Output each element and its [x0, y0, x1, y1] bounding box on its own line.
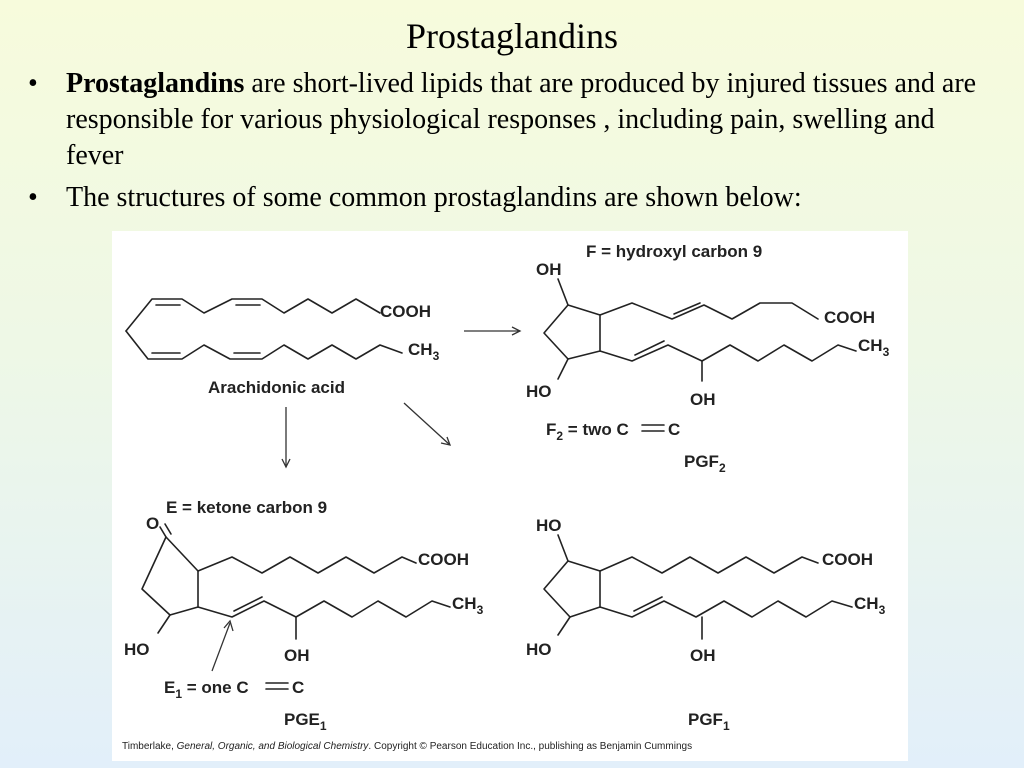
e1-pointer-arrowhead — [223, 619, 234, 632]
pgf2-main: PGF — [684, 452, 719, 471]
bullet-dot: • — [28, 182, 38, 213]
pge1-ch3-label: CH3 — [452, 594, 484, 617]
ho-bond — [557, 534, 569, 562]
pgf2-oh-top: OH — [536, 260, 562, 279]
arachidonic-upper-chain — [125, 298, 381, 332]
pgf1-oh-chain: OH — [690, 646, 716, 665]
ch-subscript: 3 — [879, 603, 886, 617]
pge1-name: PGE1 — [284, 710, 327, 733]
bullet-dot: • — [28, 68, 38, 99]
bullet-text: are short-lived lipids that are produced… — [66, 68, 977, 171]
e1-rule-end: C — [292, 678, 304, 697]
pge1-upper-chain — [197, 556, 417, 574]
bullet-item: • Prostaglandins are short-lived lipids … — [22, 66, 997, 174]
bullet-list: • Prostaglandins are short-lived lipids … — [22, 66, 997, 222]
reaction-arrows — [281, 326, 522, 469]
f2-rule-end: C — [668, 420, 680, 439]
pgf2-subscript: 2 — [719, 461, 726, 475]
arachidonic-acid-label: Arachidonic acid — [208, 378, 345, 397]
pgf1-structure: HO COOH CH3 HO OH PGF1 — [526, 516, 886, 733]
bullet-bold-term: Prostaglandins — [66, 68, 245, 99]
f2-rest: = two C — [563, 420, 629, 439]
pgf1-subscript: 1 — [723, 719, 730, 733]
ketone-bond — [159, 526, 167, 538]
figure-caption: Timberlake, General, Organic, and Biolog… — [122, 741, 692, 752]
ch-text: CH — [408, 340, 433, 359]
pge1-o-label: O — [146, 514, 159, 533]
double-bond-mark — [673, 302, 701, 315]
ch-text: CH — [452, 594, 477, 613]
caption-before: Timberlake, — [122, 741, 177, 752]
pgf1-lower-chain — [599, 600, 853, 618]
ch-subscript: 3 — [433, 349, 440, 363]
oh-bond — [557, 278, 569, 306]
e1-rule-label: E1 = one C — [164, 678, 249, 701]
e1-subscript: 1 — [175, 687, 182, 701]
pge1-lower-chain — [197, 600, 451, 618]
ch-subscript: 3 — [883, 345, 890, 359]
pgf2-cooh-label: COOH — [824, 308, 875, 327]
pge1-subscript: 1 — [320, 719, 327, 733]
pgf2-upper-chain — [599, 302, 819, 320]
f2-subscript: 2 — [556, 429, 563, 443]
arrow-diagonal — [403, 402, 451, 446]
arrow-down-head — [281, 458, 291, 469]
pgf1-name: PGF1 — [688, 710, 730, 733]
bullet-item: • The structures of some common prostagl… — [22, 180, 997, 216]
f-rule-label: F = hydroxyl carbon 9 — [586, 242, 762, 261]
pgf1-ho-top: HO — [536, 516, 562, 535]
pgf2-name: PGF2 — [684, 452, 726, 475]
pgf1-upper-chain — [599, 556, 819, 574]
pgf1-ch3-label: CH3 — [854, 594, 886, 617]
pge1-main: PGE — [284, 710, 320, 729]
arachidonic-ch3-label: CH3 — [408, 340, 440, 363]
e1-pointer-arrow — [211, 622, 231, 672]
bullet-text: The structures of some common prostaglan… — [66, 182, 802, 213]
arachidonic-acid-structure: COOH CH3 Arachidonic acid — [125, 298, 440, 397]
double-bond-mark — [633, 596, 663, 612]
pge1-ho-label: HO — [124, 640, 150, 659]
e1-rest: = one C — [182, 678, 249, 697]
pgf1-ho-label: HO — [526, 640, 552, 659]
ho-bond — [557, 616, 571, 636]
cyclopentane-ring — [543, 304, 601, 360]
arachidonic-cooh-label: COOH — [380, 302, 431, 321]
f2-main: F — [546, 420, 556, 439]
cyclopentane-ring — [141, 536, 199, 616]
arrow-right-head — [511, 326, 522, 336]
ch-text: CH — [854, 594, 879, 613]
caption-after: . Copyright © Pearson Education Inc., pu… — [368, 741, 692, 752]
prostaglandin-structures-figure: COOH CH3 Arachidonic acid OH F = hydroxy… — [112, 231, 908, 761]
e-rule-label: E = ketone carbon 9 — [166, 498, 327, 517]
ch-text: CH — [858, 336, 883, 355]
double-bond-mark — [634, 340, 665, 356]
pgf2-structure: OH F = hydroxyl carbon 9 COOH CH3 HO OH … — [526, 242, 890, 475]
ho-bond — [157, 614, 171, 634]
f2-rule-label: F2 = two C — [546, 420, 629, 443]
slide-title: Prostaglandins — [406, 16, 618, 56]
e1-main: E — [164, 678, 175, 697]
ho-bond — [557, 358, 569, 380]
pge1-oh-chain: OH — [284, 646, 310, 665]
pgf2-ho-label: HO — [526, 382, 552, 401]
pge1-cooh-label: COOH — [418, 550, 469, 569]
pgf1-main: PGF — [688, 710, 723, 729]
pgf2-ch3-label: CH3 — [858, 336, 890, 359]
cyclopentane-ring — [543, 560, 601, 618]
double-bond-mark — [233, 596, 263, 612]
pgf2-oh-chain: OH — [690, 390, 716, 409]
caption-book-title: General, Organic, and Biological Chemist… — [177, 741, 370, 752]
arachidonic-lower-chain — [125, 330, 403, 360]
arrow-diagonal-head — [440, 436, 452, 446]
pge1-structure: O E = ketone carbon 9 COOH CH3 HO OH E1 … — [124, 498, 484, 733]
structures-drawing: COOH CH3 Arachidonic acid OH F = hydroxy… — [122, 242, 890, 752]
pgf2-lower-chain — [599, 344, 857, 362]
pgf1-cooh-label: COOH — [822, 550, 873, 569]
ketone-bond — [164, 523, 172, 535]
ch-subscript: 3 — [477, 603, 484, 617]
